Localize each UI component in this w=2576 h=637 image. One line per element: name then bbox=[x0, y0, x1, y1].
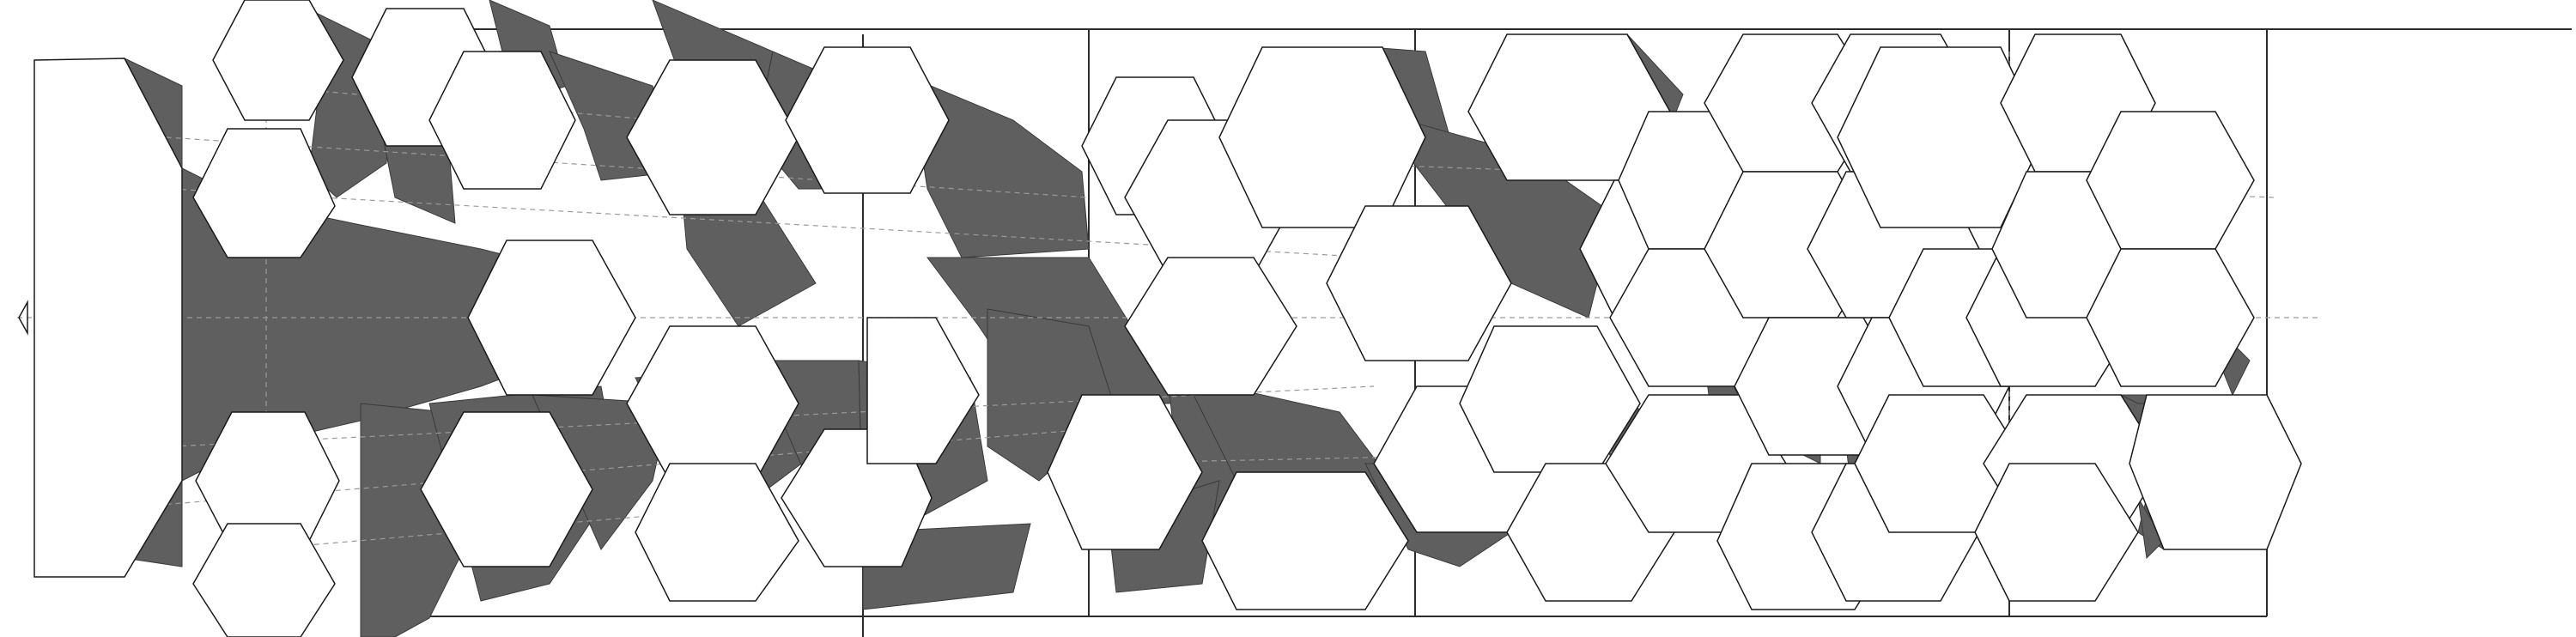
hexagon-face bbox=[1837, 46, 2044, 228]
hexagon-face bbox=[626, 59, 799, 215]
hexagon-face bbox=[428, 51, 576, 190]
hexagon-face bbox=[866, 317, 980, 464]
hidden-line bbox=[171, 385, 1375, 447]
hexagon-face bbox=[18, 300, 28, 336]
hexagon-face bbox=[192, 128, 336, 258]
hexagon-face bbox=[2129, 394, 2302, 550]
hexagon-face bbox=[1124, 257, 1297, 396]
hexagon-outlines bbox=[18, 0, 2302, 637]
hexagon-face bbox=[1326, 205, 1512, 361]
hexagon-face bbox=[1974, 463, 2139, 602]
hexagon-face bbox=[192, 523, 336, 637]
hexagon-face bbox=[212, 0, 344, 121]
hexagon-face bbox=[33, 58, 183, 578]
hexagon-face bbox=[467, 240, 636, 396]
hexagon-face bbox=[785, 46, 950, 194]
hexagon-face bbox=[1201, 471, 1409, 610]
hexagon-face bbox=[1047, 394, 1203, 550]
hexagon-face bbox=[2086, 111, 2255, 250]
shadow-face bbox=[909, 76, 1090, 258]
hexagon-face bbox=[2086, 248, 2255, 387]
hexagon-face bbox=[635, 463, 799, 602]
shadow-face bbox=[2137, 497, 2165, 560]
hexagon-face bbox=[1218, 46, 1426, 228]
hexagon-face bbox=[420, 411, 593, 567]
